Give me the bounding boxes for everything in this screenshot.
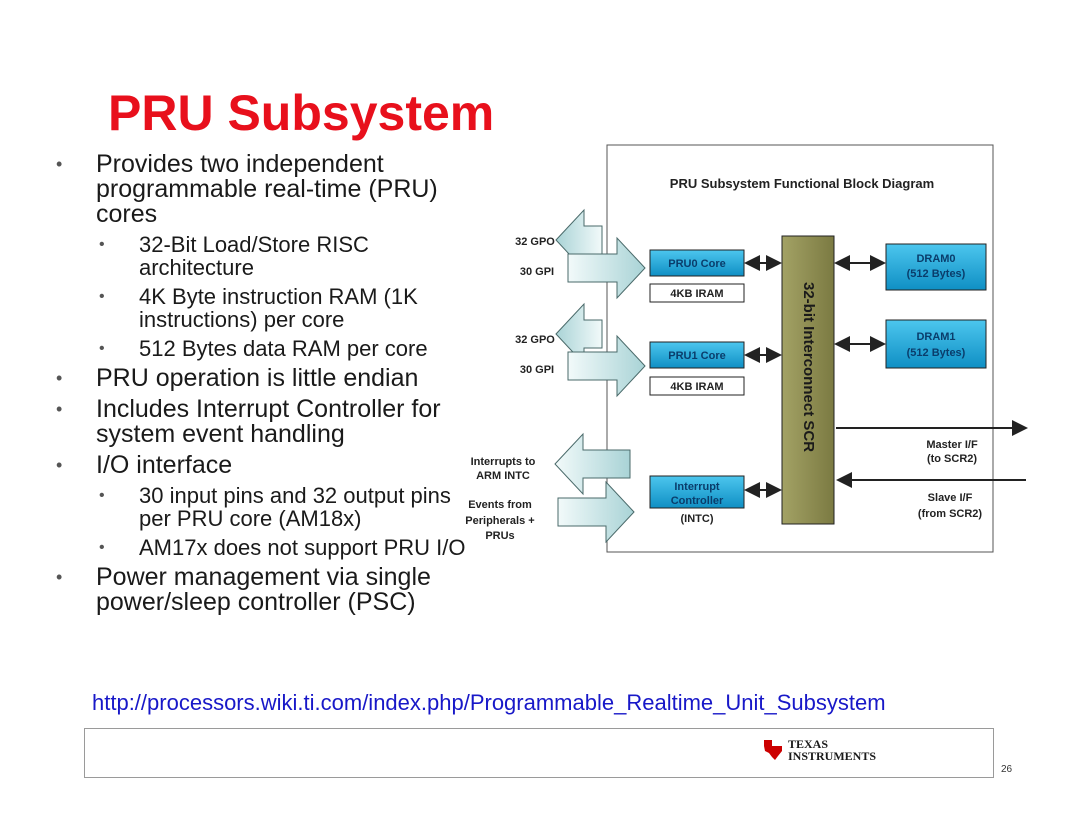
intc-label-1: Interrupt bbox=[674, 481, 720, 493]
interrupt-in-arrow-icon bbox=[557, 480, 635, 544]
bullet-dot-icon: • bbox=[56, 399, 63, 419]
wiki-link[interactable]: http://processors.wiki.ti.com/index.php/… bbox=[92, 690, 886, 715]
ti-wordmark-line-2: INSTRUMENTS bbox=[788, 749, 877, 763]
diagram-title: PRU Subsystem Functional Block Diagram bbox=[670, 176, 934, 191]
master-if-label-1: Master I/F bbox=[926, 439, 978, 451]
bullet-item: • I/O interface bbox=[56, 453, 476, 478]
pru0-iram-block bbox=[649, 283, 745, 303]
dram0-block bbox=[885, 243, 987, 291]
pru1-iram-label: 4KB IRAM bbox=[670, 381, 723, 393]
bullet-dot-icon: • bbox=[99, 539, 105, 556]
interconnect-scr-label: 32-bit Interconnect SCR bbox=[800, 282, 817, 452]
sub-bullet-text: 4K Byte instruction RAM (1K instructions… bbox=[139, 284, 418, 332]
bullet-dot-icon: • bbox=[99, 236, 105, 253]
gpi1-arrow-icon bbox=[567, 334, 646, 398]
interrupt-out-label-2: ARM INTC bbox=[476, 470, 530, 482]
slide-title: PRU Subsystem bbox=[108, 85, 495, 141]
bullet-dot-icon: • bbox=[56, 455, 63, 475]
bullet-dot-icon: • bbox=[99, 340, 105, 357]
bullet-text: Provides two independent programmable re… bbox=[96, 150, 438, 228]
gpo1-label: 32 GPO bbox=[515, 334, 555, 346]
sub-bullet-text: 32-Bit Load/Store RISC architecture bbox=[139, 232, 369, 280]
interrupt-out-label-1: Interrupts to bbox=[471, 456, 536, 468]
interrupt-in-label-3: PRUs bbox=[485, 530, 514, 542]
bullet-dot-icon: • bbox=[56, 368, 63, 388]
gpi0-label: 30 GPI bbox=[520, 266, 554, 278]
pru1-core-label: PRU1 Core bbox=[668, 350, 725, 362]
bullet-item: • Includes Interrupt Controller for syste… bbox=[56, 397, 476, 447]
master-if-label-2: (to SCR2) bbox=[927, 453, 977, 465]
slave-if-label-1: Slave I/F bbox=[928, 492, 973, 504]
bullet-list: • Provides two independent programmable r… bbox=[56, 152, 476, 621]
bullet-dot-icon: • bbox=[56, 567, 63, 587]
bullet-item: • PRU operation is little endian bbox=[56, 366, 476, 391]
bullet-item: • Power management via single power/sleep… bbox=[56, 565, 476, 615]
dram0-label-2: (512 Bytes) bbox=[907, 268, 966, 280]
pru1-iram-block bbox=[649, 376, 745, 396]
bullet-text: PRU operation is little endian bbox=[96, 364, 419, 392]
bullet-dot-icon: • bbox=[99, 288, 105, 305]
sub-bullet-item: • 512 Bytes data RAM per core bbox=[99, 337, 476, 360]
intc-label-2: Controller bbox=[671, 495, 724, 507]
pru0-core-block bbox=[649, 249, 745, 277]
sub-bullet-text: 512 Bytes data RAM per core bbox=[139, 336, 428, 361]
bullet-dot-icon: • bbox=[99, 487, 105, 504]
ti-wordmark-line-1: TEXAS bbox=[788, 737, 829, 751]
footer-box bbox=[84, 728, 994, 778]
dram1-label-2: (512 Bytes) bbox=[907, 347, 966, 359]
texas-state-icon bbox=[764, 740, 782, 760]
intc-label-3: (INTC) bbox=[681, 513, 714, 525]
dram1-label-1: DRAM1 bbox=[916, 331, 955, 343]
ti-wordmark: TEXAS INSTRUMENTS bbox=[788, 738, 876, 762]
bullet-item: • Provides two independent programmable r… bbox=[56, 152, 476, 227]
sub-bullet-item: • AM17x does not support PRU I/O bbox=[99, 536, 476, 559]
interrupt-out-arrow-icon bbox=[554, 432, 631, 496]
sub-bullet-item: • 4K Byte instruction RAM (1K instruction… bbox=[99, 285, 476, 331]
dram0-label-1: DRAM0 bbox=[916, 253, 955, 265]
pru0-iram-label: 4KB IRAM bbox=[670, 288, 723, 300]
sub-bullet-item: • 32-Bit Load/Store RISC architecture bbox=[99, 233, 476, 279]
interrupt-in-label-2: Peripherals + bbox=[465, 515, 534, 527]
pru0-core-label: PRU0 Core bbox=[668, 258, 725, 270]
bullet-text: I/O interface bbox=[96, 451, 233, 479]
sub-bullet-text: AM17x does not support PRU I/O bbox=[139, 535, 466, 560]
dram1-block bbox=[885, 319, 987, 369]
pru1-core-block bbox=[649, 341, 745, 369]
texas-instruments-logo: TEXAS INSTRUMENTS bbox=[762, 738, 876, 762]
gpi1-label: 30 GPI bbox=[520, 364, 554, 376]
gpi0-arrow-icon bbox=[567, 236, 646, 300]
slave-if-label-2: (from SCR2) bbox=[918, 508, 983, 520]
sub-bullet-item: • 30 input pins and 32 output pins per PR… bbox=[99, 484, 476, 530]
bullet-dot-icon: • bbox=[56, 154, 63, 174]
bullet-text: Includes Interrupt Controller for system… bbox=[96, 395, 441, 448]
bullet-text: Power management via single power/sleep … bbox=[96, 563, 431, 616]
interconnect-scr-block bbox=[781, 235, 835, 525]
interrupt-in-label-1: Events from bbox=[468, 499, 532, 511]
page-number: 26 bbox=[1001, 764, 1013, 775]
sub-bullet-text: 30 input pins and 32 output pins per PRU… bbox=[139, 483, 451, 531]
gpo0-label: 32 GPO bbox=[515, 236, 555, 248]
